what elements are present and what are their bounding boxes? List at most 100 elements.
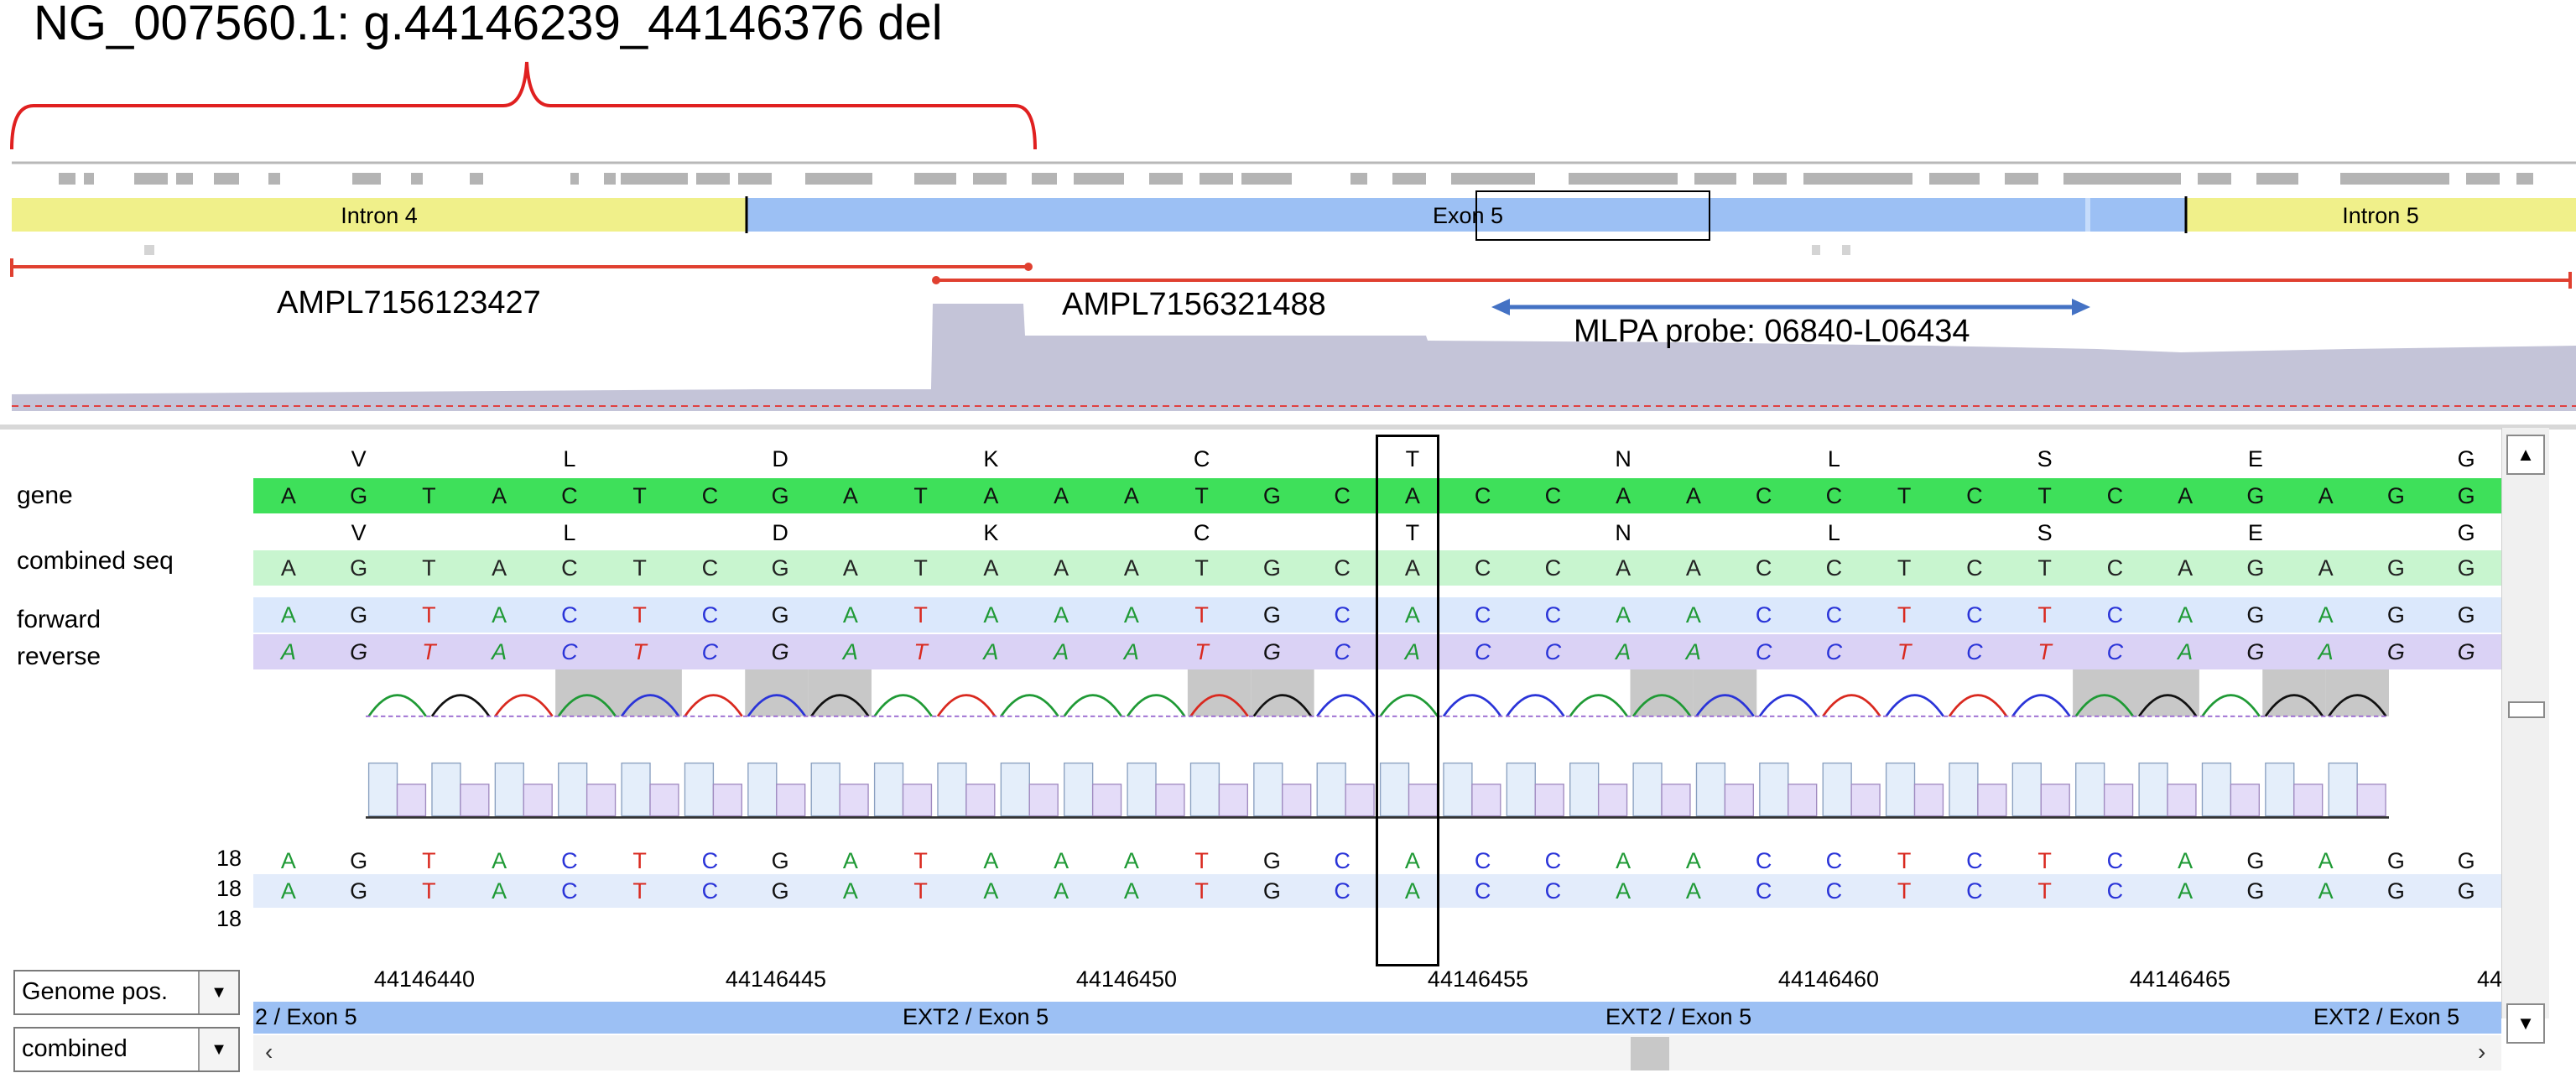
trace-shade [2262,669,2326,716]
row-label-gene: gene [17,482,73,509]
read-2-base: C [561,878,578,904]
quality-bar [367,762,398,817]
quality-bar [1597,784,1628,817]
region-label: Exon 5 [1433,203,1503,228]
quality-bar [2201,762,2232,817]
vertical-scroll-thumb[interactable] [2508,701,2545,718]
trace-peak [2137,694,2198,717]
combined-base: T [422,555,436,581]
read-2-base: C [1334,878,1350,904]
reverse-base: A [2318,638,2334,664]
amino-acid: N [1615,520,1631,545]
quality-bar [1822,762,1852,817]
quality-bar [1506,762,1536,817]
read-2-base: C [1544,878,1562,904]
read-count: 18 [216,846,242,871]
read-1-base: A [1685,847,1701,873]
amino-acid: L [1827,520,1840,545]
forward-base: G [2246,602,2265,628]
reverse-base: C [1755,638,1772,664]
quality-bar [2138,762,2168,817]
vertical-scrollbar[interactable] [2501,428,2549,1018]
trace-peak [936,694,997,717]
amino-acid: C [1193,446,1210,471]
quality-bar [839,784,869,817]
trace-shade [2136,669,2199,716]
quality-bar [810,762,840,817]
combined-base: A [1404,555,1420,581]
row-label-forward: forward [17,606,101,633]
quality-bar [1850,784,1881,817]
gene-base: C [561,482,578,508]
quality-bar [2230,784,2260,817]
amino-acid: E [2247,520,2263,545]
gene-base: A [1123,482,1139,508]
quality-bar [1345,784,1375,817]
amino-acid: T [1405,520,1420,545]
scroll-right-icon[interactable]: › [2478,1039,2486,1065]
combined-base: C [1474,555,1491,581]
horizontal-scroll-thumb[interactable] [1631,1037,1669,1070]
quality-bar [494,762,524,817]
forward-base: A [1616,602,1631,628]
gene-base: C [1544,482,1562,508]
quality-bar [2356,784,2386,817]
read-1-base: A [1616,847,1631,873]
panel-separator [0,425,2576,430]
reverse-base: A [1404,638,1420,664]
trace-peak [1126,694,1186,717]
forward-base: A [2318,602,2334,628]
selected-position-box[interactable] [1376,435,1439,966]
gene-base: A [280,482,296,508]
read-1-base: A [2178,847,2194,873]
read-2-base: A [1685,878,1701,904]
exon-5-region [747,198,2186,232]
quality-bar [873,762,904,817]
forward-base: C [1544,602,1562,628]
scroll-left-icon[interactable]: ‹ [265,1039,273,1065]
trace-peak [620,694,680,717]
combined-base: A [2178,555,2194,581]
scroll-up-icon[interactable]: ▲ [2506,435,2545,475]
amino-acid: L [563,520,576,545]
combined-base: A [2318,555,2334,581]
amino-acid: K [983,520,999,545]
chevron-down-icon[interactable]: ▼ [198,1029,238,1070]
read-2-base: A [1404,878,1420,904]
reverse-base: G [771,638,789,664]
coordinate-select-value: Genome pos. [22,978,169,1005]
reverse-base: C [2106,638,2124,664]
quality-bar [2103,784,2134,817]
horizontal-scrollbar[interactable] [253,1035,2501,1070]
read-2-base: G [771,878,789,904]
read-2-base: T [2037,878,2052,904]
quality-bar [2328,762,2358,817]
quality-bar [1949,762,1979,817]
chevron-down-icon[interactable]: ▼ [198,971,238,1013]
quality-bar [1632,762,1663,817]
quality-bar [1695,762,1726,817]
read-1-base: C [1825,847,1843,873]
scroll-down-icon[interactable]: ▼ [2506,1003,2545,1044]
coordinate-select[interactable]: Genome pos. ▼ [13,970,240,1015]
amino-acid: G [2457,446,2475,471]
read-2-base: C [2106,878,2124,904]
amino-acid: G [2457,520,2475,545]
quality-bar [1282,784,1312,817]
read-2-base: A [1616,878,1631,904]
forward-base: C [1825,602,1843,628]
combined-base: T [1194,555,1209,581]
view-select[interactable]: combined ▼ [13,1027,240,1072]
quality-bar [1379,762,1410,817]
quality-bar [1661,784,1691,817]
amino-acid: L [563,446,576,471]
amino-acid: C [1193,520,1210,545]
quality-bar [1443,762,1473,817]
trace-peak [2011,694,2071,717]
region-label: Intron 5 [2342,203,2419,228]
read-2-base: T [422,878,436,904]
gene-base: T [2037,482,2052,508]
trace-peak [367,694,427,717]
